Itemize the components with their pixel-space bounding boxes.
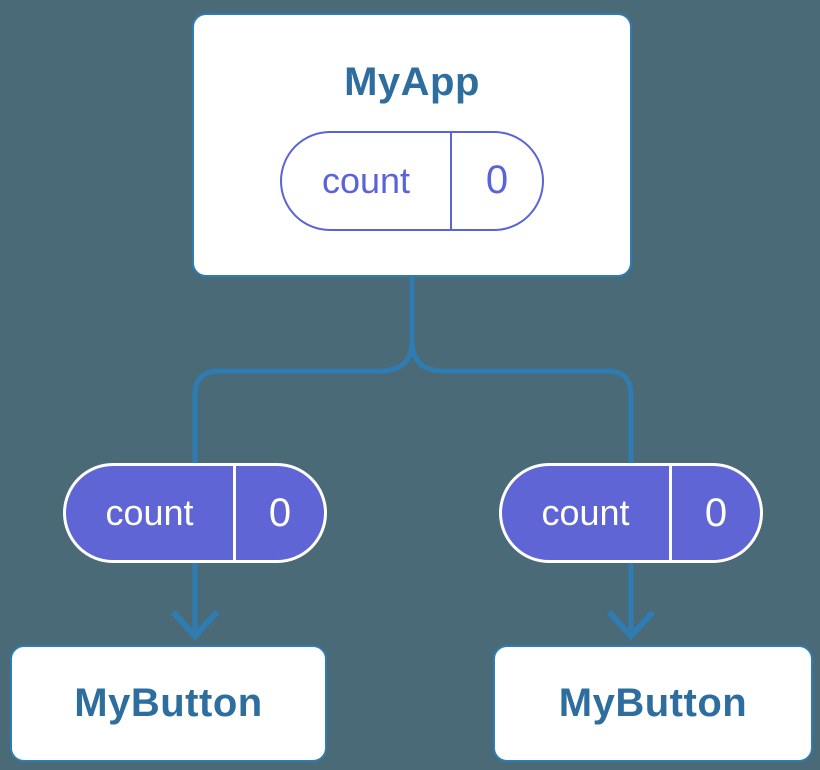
arrow-down-right-icon [606, 609, 656, 641]
mybutton-title: MyButton [558, 681, 748, 725]
prop-name: count [502, 466, 672, 560]
prop-value: 0 [704, 490, 728, 535]
prop-value: 0 [268, 490, 292, 535]
mybutton-card-left: MyButton [10, 645, 327, 762]
prop-name: count [66, 466, 236, 560]
state-pill-myapp: count 0 [280, 130, 544, 231]
state-value: 0 [485, 158, 509, 202]
myapp-card: MyApp count 0 [192, 13, 632, 277]
connector-root-to-right-child [409, 277, 634, 630]
prop-pill-left: count 0 [63, 463, 327, 563]
connector-root-to-left-child [192, 277, 415, 630]
myapp-title: MyApp [344, 59, 480, 104]
mybutton-title: MyButton [74, 681, 263, 725]
state-name: count [282, 132, 452, 229]
arrow-down-left-icon [170, 609, 220, 641]
prop-pill-right: count 0 [499, 463, 763, 563]
mybutton-card-right: MyButton [493, 645, 813, 762]
